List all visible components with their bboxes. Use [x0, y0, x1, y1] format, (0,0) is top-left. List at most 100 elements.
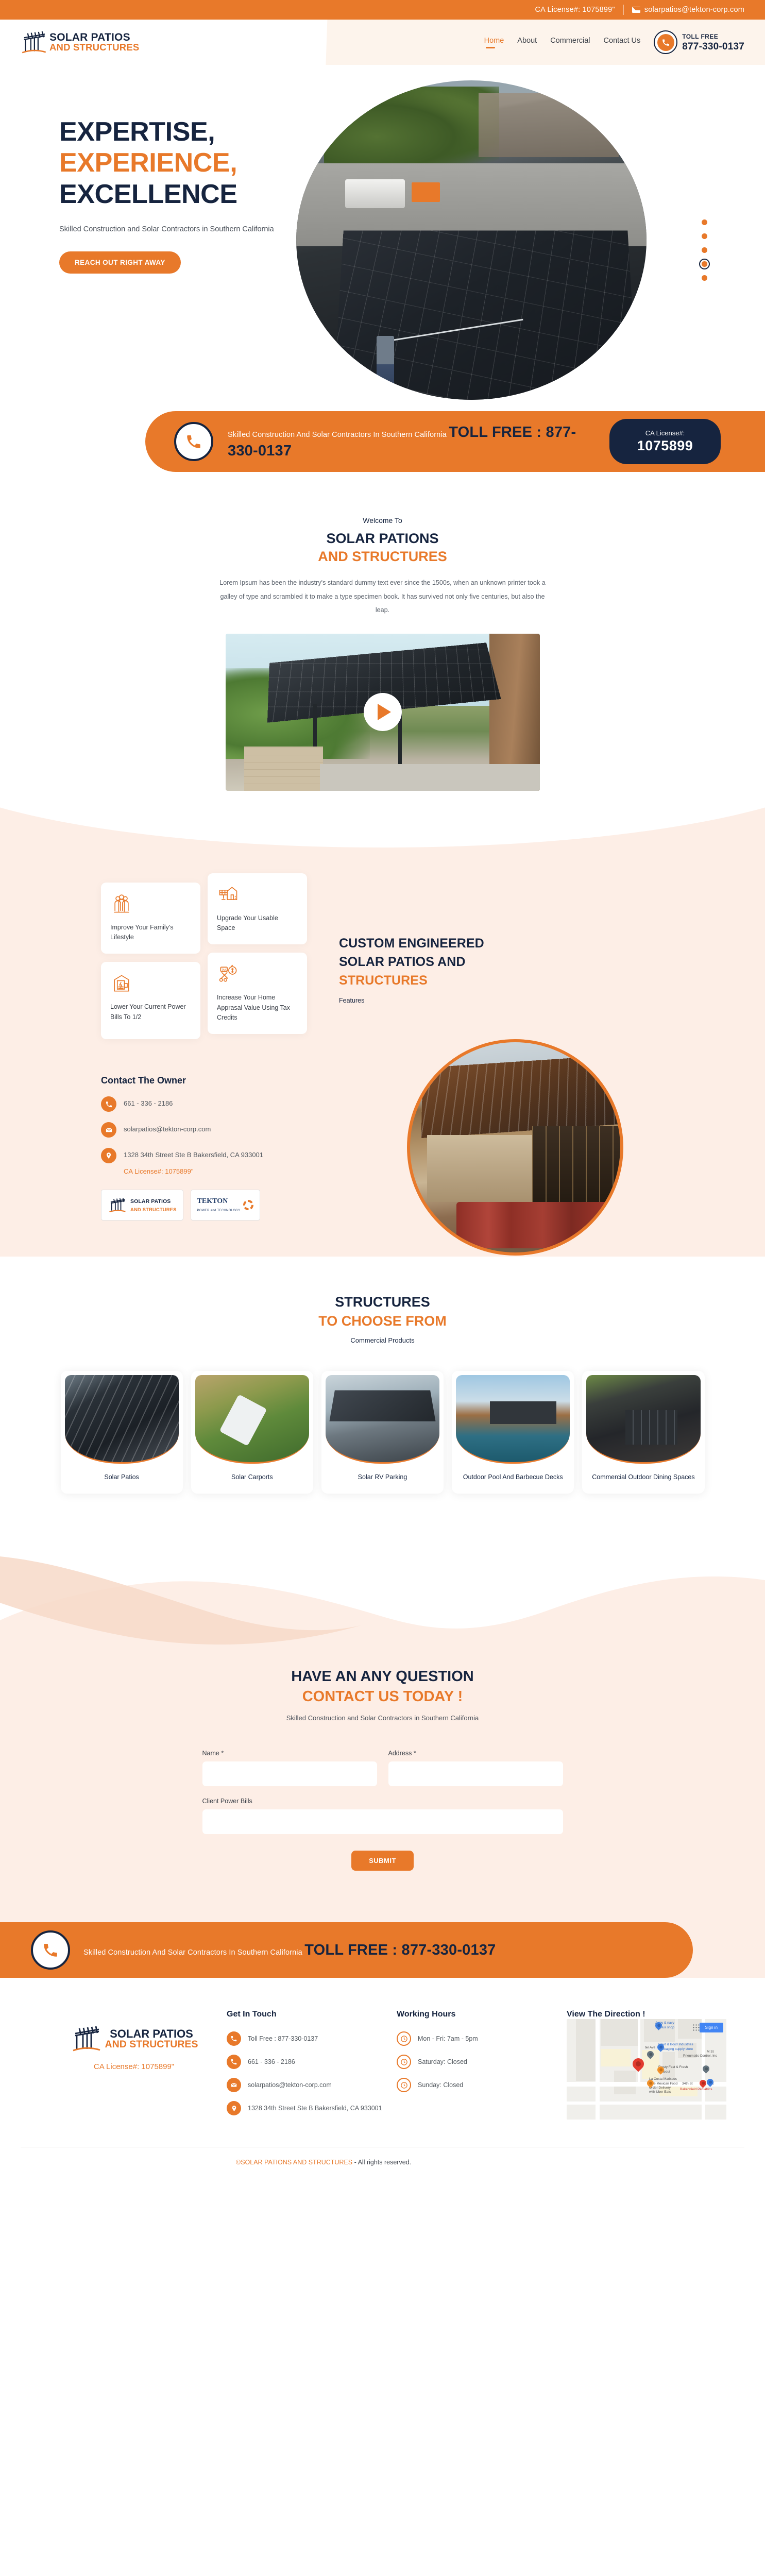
welcome-title: SOLAR PATIONS AND STRUCTURES [0, 530, 765, 566]
badge-solar-patios[interactable]: SOLAR PATIOS AND STRUCTURES [101, 1190, 183, 1221]
address-input[interactable] [388, 1761, 563, 1787]
structure-caption: Commercial Outdoor Dining Spaces [592, 1473, 695, 1481]
contact-owner-title: Contact The Owner [101, 1075, 186, 1086]
features-label: Features [339, 997, 365, 1005]
custom-engineered-heading: CUSTOM ENGINEERED SOLAR PATIOS AND STRUC… [339, 934, 484, 990]
footer-hours-text: Sunday: Closed [418, 2081, 464, 2089]
owner-email-row[interactable]: solarpatios@tekton-corp.com [101, 1122, 317, 1138]
carousel-dot-2[interactable] [702, 233, 707, 239]
logo-line-1: SOLAR PATIOS [49, 31, 130, 43]
phone-icon [101, 1096, 116, 1112]
nav-item-contact-us[interactable]: Contact Us [603, 36, 641, 45]
structure-caption: Solar Patios [104, 1473, 139, 1481]
footer-get-in-touch: Get In Touch Toll Free : 877-330-0137 66… [227, 2007, 397, 2124]
feature-card-label: Lower Your Current Power Bills To 1/2 [110, 1003, 186, 1021]
footer-map-column: View The Direction ! ter Ave Army & navy… [567, 2007, 744, 2124]
promo-video[interactable] [225, 633, 540, 791]
phone-icon [174, 422, 213, 461]
feature-card-power-bills[interactable]: Lower Your Current Power Bills To 1/2 [101, 962, 200, 1040]
bottom-toll-free-cta: Skilled Construction And Solar Contracto… [0, 1922, 693, 1978]
nav-item-commercial[interactable]: Commercial [550, 36, 590, 45]
welcome-title-a: SOLAR PATIONS [326, 531, 439, 546]
footer-address-text: 1328 34th Street Ste B Bakersfield, CA 9… [248, 2105, 382, 2112]
footer-working-hours: Working Hours Mon - Fri: 7am - 5pm Satur… [397, 2007, 567, 2124]
structure-caption: Outdoor Pool And Barbecue Decks [463, 1473, 563, 1481]
footer-map-title: View The Direction ! [567, 2010, 645, 2019]
reach-out-button[interactable]: REACH OUT RIGHT AWAY [59, 251, 181, 274]
bottom-cta-subtitle: Skilled Construction And Solar Contracto… [83, 1948, 302, 1957]
submit-button[interactable]: SUBMIT [351, 1851, 414, 1871]
logo-line-2: AND STRUCTURES [49, 42, 140, 53]
hero-image [296, 80, 647, 400]
location-pin-icon [227, 2101, 241, 2116]
contact-form: Name * Address * Client Power Bills SUBM… [202, 1750, 563, 1871]
badge-tekton-line1: TEKTON [197, 1197, 228, 1206]
header-toll-free[interactable]: TOLL FREE 877-330-0137 [654, 30, 744, 54]
hero-line-1: EXPERTISE, [59, 117, 215, 147]
welcome-section: Welcome To SOLAR PATIONS AND STRUCTURES … [0, 472, 765, 791]
carousel-dot-3[interactable] [702, 247, 707, 253]
carousel-dot-1[interactable] [702, 219, 707, 225]
play-icon[interactable] [363, 693, 402, 731]
contact-owner-section: Contact The Owner 661 - 336 - 2186 solar… [0, 1039, 765, 1257]
question-title-b: CONTACT US TODAY ! [302, 1688, 463, 1705]
footer-toll-free-row[interactable]: Toll Free : 877-330-0137 [227, 2031, 397, 2046]
map-sign-in-button[interactable]: Sign in [699, 2023, 723, 2033]
partner-badges: SOLAR PATIOS AND STRUCTURES TEKTON POWER… [101, 1190, 317, 1221]
footer-hours-text: Saturday: Closed [418, 2058, 467, 2066]
feature-card-usable-space[interactable]: Upgrade Your Usable Space [208, 873, 307, 945]
feature-card-label: Upgrade Your Usable Space [217, 914, 278, 931]
structure-caption: Solar Carports [231, 1473, 273, 1481]
owner-address: 1328 34th Street Ste B Bakersfield, CA 9… [124, 1151, 264, 1159]
client-power-bills-input[interactable] [202, 1809, 563, 1835]
footer-hours-row-weekday: Mon - Fri: 7am - 5pm [397, 2031, 567, 2046]
page-root: CA License#: 1075899" solarpatios@tekton… [0, 0, 765, 2179]
cta-strip-wrapper: Skilled Construction And Solar Contracto… [0, 400, 765, 472]
cta-strip-subtitle: Skilled Construction And Solar Contracto… [228, 430, 447, 439]
footer-phone-row[interactable]: 661 - 336 - 2186 [227, 2055, 397, 2070]
site-logo[interactable]: SOLAR PATIOS AND STRUCTURES [20, 28, 139, 57]
top-bar-divider [623, 5, 624, 15]
carousel-dot-5[interactable] [702, 275, 707, 281]
footer-hours-text: Mon - Fri: 7am - 5pm [418, 2035, 478, 2043]
structure-card-solar-carports[interactable]: Solar Carports [191, 1371, 313, 1494]
nav-item-home[interactable]: Home [484, 37, 504, 48]
structures-title-a: STRUCTURES [335, 1294, 430, 1310]
tax-savings-icon: TAX [217, 963, 298, 988]
feature-card-lifestyle[interactable]: Improve Your Family's Lifestyle [101, 882, 200, 954]
apps-grid-icon[interactable] [692, 2024, 700, 2031]
structure-card-outdoor-pool[interactable]: Outdoor Pool And Barbecue Decks [452, 1371, 574, 1494]
gear-icon [243, 1200, 254, 1211]
main-navigation: Home About Commercial Contact Us [484, 36, 641, 48]
clock-icon [397, 2055, 411, 2070]
structure-card-solar-patios[interactable]: Solar Patios [60, 1371, 183, 1494]
footer-address-row: 1328 34th Street Ste B Bakersfield, CA 9… [227, 2101, 397, 2116]
structure-card-commercial-dining[interactable]: Commercial Outdoor Dining Spaces [582, 1371, 705, 1494]
name-input[interactable] [202, 1761, 377, 1787]
owner-address-row: 1328 34th Street Ste B Bakersfield, CA 9… [101, 1148, 317, 1164]
nav-item-about[interactable]: About [517, 36, 537, 45]
ce-line-1: CUSTOM ENGINEERED [339, 936, 484, 951]
toll-free-label: TOLL FREE [682, 32, 719, 40]
footer-license: CA License#: 1075899" [93, 2062, 175, 2072]
phone-icon [654, 30, 678, 54]
structures-grid: Solar Patios Solar Carports Solar RV Par… [60, 1371, 705, 1494]
structure-card-solar-rv-parking[interactable]: Solar RV Parking [321, 1371, 444, 1494]
phone-icon [227, 2031, 241, 2046]
footer-email-row[interactable]: solarpatios@tekton-corp.com [227, 2078, 397, 2093]
badge-tekton[interactable]: TEKTON POWER and TECHNOLOGY [190, 1190, 261, 1221]
hero-line-2: EXPERIENCE, [59, 148, 237, 178]
structures-subtitle: Commercial Products [350, 1336, 415, 1345]
footer-touch-title: Get In Touch [227, 2010, 277, 2019]
wave-shape [0, 1556, 765, 1654]
feature-card-tax-credits[interactable]: TAX Increase Your Home Apprasal Value Us… [208, 953, 307, 1035]
footer-toll-free-text: Toll Free : 877-330-0137 [248, 2035, 318, 2043]
mail-icon [101, 1122, 116, 1138]
top-bar-email-link[interactable]: solarpatios@tekton-corp.com [632, 6, 744, 14]
pergola-logo-icon [22, 31, 46, 54]
footer-logo[interactable]: SOLAR PATIOS AND STRUCTURES [41, 2022, 227, 2055]
owner-phone-row[interactable]: 661 - 336 - 2186 [101, 1096, 317, 1112]
carousel-dot-4[interactable] [702, 261, 707, 267]
svg-text:TAX: TAX [222, 969, 227, 972]
